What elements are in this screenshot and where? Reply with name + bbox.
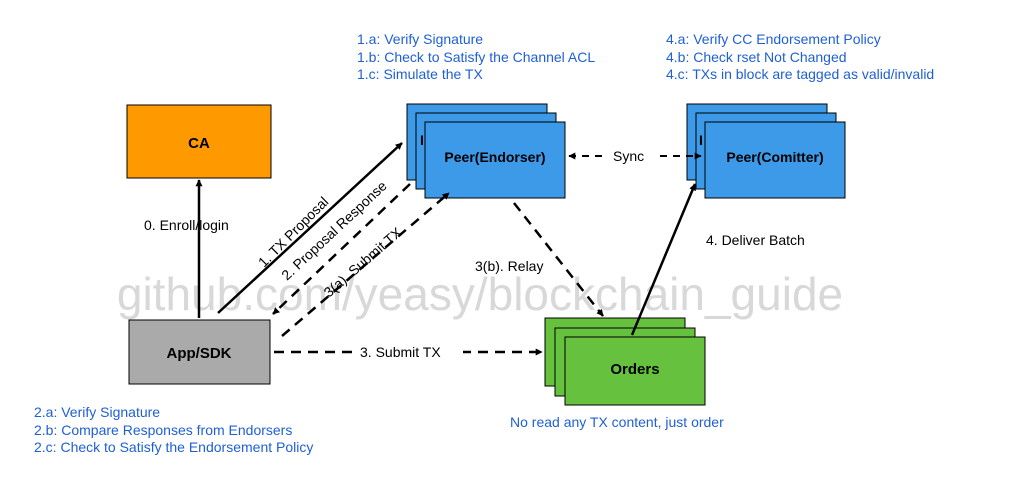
ca-label: CA <box>188 135 210 152</box>
proposal-response-arrow <box>272 183 411 315</box>
orders-label: Orders <box>610 361 659 378</box>
sync-label: Sync <box>613 148 644 164</box>
deliver-batch-arrow <box>630 183 697 336</box>
endorser-note-2: 1.b: Check to Satisfy the Channel ACL <box>357 48 596 65</box>
committer-note-2: 4.b: Check rset Not Changed <box>666 48 847 65</box>
peer-endorser-node[interactable]: I Peer(Endorser) <box>406 103 566 199</box>
ca-node[interactable]: CA <box>126 104 272 179</box>
peer-committer-label: Peer(Comitter) <box>726 149 823 165</box>
relay-arrow <box>513 202 604 317</box>
app-notes: 2.a: Verify Signature 2.b: Compare Respo… <box>34 404 313 457</box>
committer-note-3: 4.c: TXs in block are tagged as valid/in… <box>666 66 935 82</box>
tx-proposal-arrow <box>217 142 403 314</box>
submit-tx-label-bg <box>353 342 463 362</box>
app-note-1: 2.a: Verify Signature <box>34 404 161 420</box>
endorser-note-1: 1.a: Verify Signature <box>357 31 484 47</box>
enroll-label: 0. Enroll/login <box>144 217 229 233</box>
peer-endorser-behind-letter: I <box>420 132 424 148</box>
deliver-batch-label: 4. Deliver Batch <box>706 232 805 248</box>
sync-label-bg <box>608 146 654 166</box>
watermark-text: github.com/yeasy/blockchain_guide <box>117 268 843 320</box>
orders-note-text: No read any TX content, just order <box>510 414 724 430</box>
committer-notes: 4.a: Verify CC Endorsement Policy 4.b: C… <box>666 31 934 84</box>
peer-endorser-label: Peer(Endorser) <box>444 149 545 165</box>
orders-note: No read any TX content, just order <box>510 414 724 432</box>
submit-tx-a-arrow <box>281 192 450 337</box>
peer-committer-node[interactable]: I Peer(Comitter) <box>686 103 846 199</box>
committer-note-1: 4.a: Verify CC Endorsement Policy <box>666 31 881 47</box>
endorser-note-3: 1.c: Simulate the TX <box>357 66 483 82</box>
app-note-3: 2.c: Check to Satisfy the Endorsement Po… <box>34 439 314 455</box>
app-sdk-node[interactable]: App/SDK <box>128 319 271 385</box>
peer-committer-behind-letter: I <box>699 132 703 148</box>
submit-tx-label: 3. Submit TX <box>360 344 441 360</box>
app-note-2: 2.b: Compare Responses from Endorsers <box>34 421 293 438</box>
endorser-notes: 1.a: Verify Signature 1.b: Check to Sati… <box>357 31 595 84</box>
relay-label: 3(b). Relay <box>475 258 543 274</box>
app-sdk-label: App/SDK <box>167 345 232 362</box>
orders-node[interactable]: Orders <box>544 317 706 406</box>
